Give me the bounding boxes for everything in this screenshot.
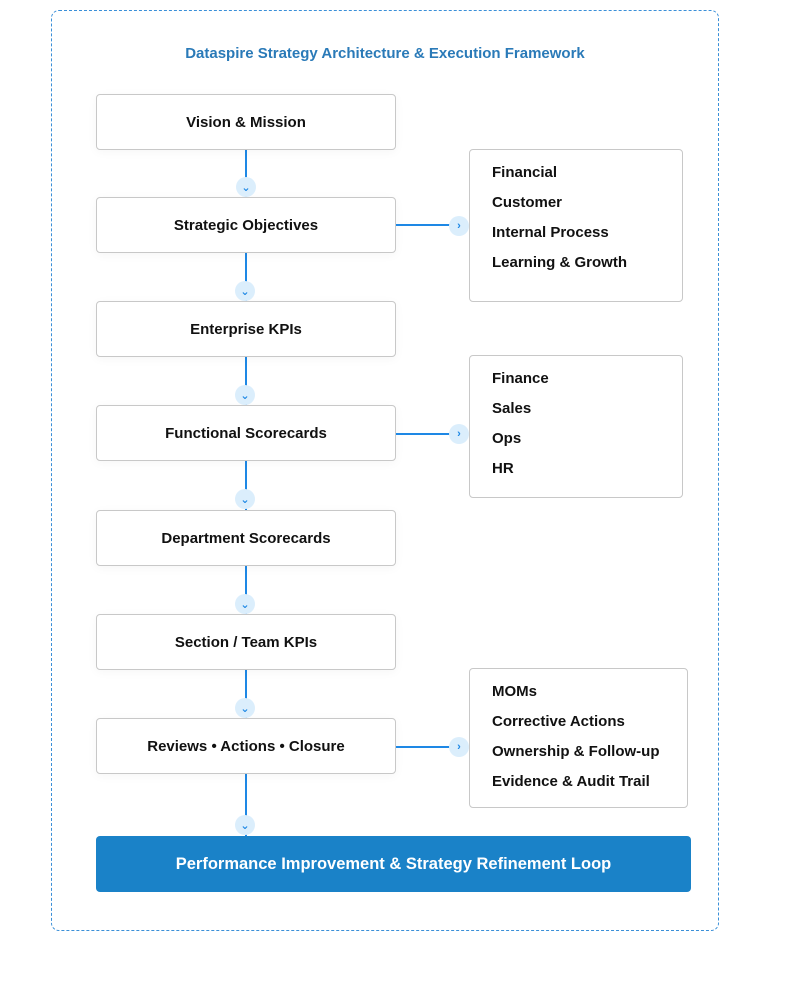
chevron-down-icon: ⌄ xyxy=(235,815,255,835)
connector xyxy=(396,224,458,226)
functions-panel: Finance Sales Ops HR xyxy=(469,355,683,498)
review-item: Ownership & Follow-up xyxy=(492,743,660,760)
step-team-kpis: Section / Team KPIs xyxy=(96,614,396,670)
function-item: HR xyxy=(492,460,514,477)
chevron-down-icon: ⌄ xyxy=(235,281,255,301)
step-enterprise-kpis: Enterprise KPIs xyxy=(96,301,396,357)
connector xyxy=(245,461,247,510)
connector xyxy=(396,433,458,435)
step-reviews-actions-closure: Reviews • Actions • Closure xyxy=(96,718,396,774)
review-item: MOMs xyxy=(492,683,537,700)
function-item: Ops xyxy=(492,430,522,447)
step-vision-mission: Vision & Mission xyxy=(96,94,396,150)
connector xyxy=(245,357,247,405)
chevron-right-icon: › xyxy=(449,216,469,236)
connector xyxy=(245,150,247,197)
chevron-down-icon: ⌄ xyxy=(235,698,255,718)
chevron-right-icon: › xyxy=(449,737,469,757)
chevron-down-icon: ⌄ xyxy=(235,594,255,614)
review-items-panel: MOMs Corrective Actions Ownership & Foll… xyxy=(469,668,688,808)
perspective-item: Learning & Growth xyxy=(492,254,627,271)
step-functional-scorecards: Functional Scorecards xyxy=(96,405,396,461)
function-item: Sales xyxy=(492,400,532,417)
connector xyxy=(245,253,247,301)
perspective-item: Financial xyxy=(492,164,558,181)
review-item: Evidence & Audit Trail xyxy=(492,773,650,790)
perspectives-panel: Financial Customer Internal Process Lear… xyxy=(469,149,683,302)
review-item: Corrective Actions xyxy=(492,713,625,730)
diagram-title: Dataspire Strategy Architecture & Execut… xyxy=(185,45,585,62)
connector xyxy=(245,774,247,836)
chevron-down-icon: ⌄ xyxy=(236,177,256,197)
chevron-down-icon: ⌄ xyxy=(235,385,255,405)
perspective-item: Internal Process xyxy=(492,224,609,241)
chevron-down-icon: ⌄ xyxy=(235,489,255,509)
connector xyxy=(396,746,458,748)
step-strategic-objectives: Strategic Objectives xyxy=(96,197,396,253)
perspective-item: Customer xyxy=(492,194,563,211)
connector xyxy=(245,566,247,614)
step-department-scorecards: Department Scorecards xyxy=(96,510,396,566)
improvement-loop-bar: Performance Improvement & Strategy Refin… xyxy=(96,836,691,892)
connector xyxy=(245,670,247,718)
chevron-right-icon: › xyxy=(449,424,469,444)
function-item: Finance xyxy=(492,370,549,387)
